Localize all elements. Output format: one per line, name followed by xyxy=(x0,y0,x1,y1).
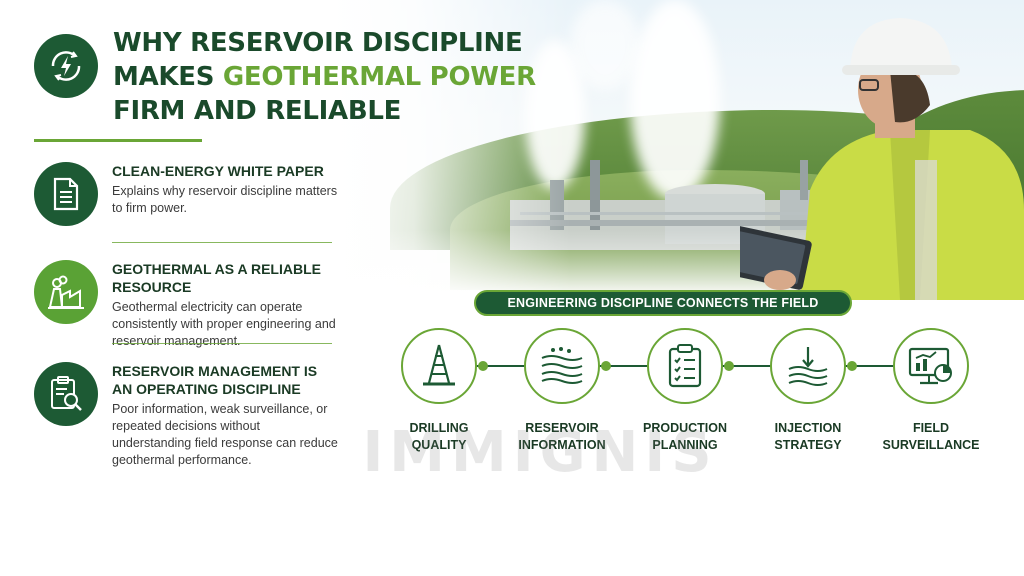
step-label-line-2: SURVEILLANCE xyxy=(882,438,980,452)
step-label: INJECTION STRATEGY xyxy=(743,420,873,454)
divider xyxy=(112,242,332,243)
item-heading: CLEAN-ENERGY WHITE PAPER xyxy=(112,163,324,179)
step-label-line-2: QUALITY xyxy=(411,438,467,452)
item-heading: GEOTHERMAL AS A RELIABLE RESOURCE xyxy=(112,261,321,295)
step-label-line-1: PRODUCTION xyxy=(642,421,728,435)
title-line-2-prefix: MAKES xyxy=(113,62,223,92)
step-label-line-1: RESERVOIR xyxy=(525,421,599,435)
connector-dot xyxy=(478,361,488,371)
item-heading-line-2: AN OPERATING DISCIPLINE xyxy=(112,381,301,397)
connector-dot xyxy=(601,361,611,371)
step-label: FIELD SURVEILLANCE xyxy=(866,420,996,454)
title-line-3: FIRM AND RELIABLE xyxy=(113,96,402,126)
step-icon-circle xyxy=(770,328,846,404)
step-label-line-2: PLANNING xyxy=(652,438,718,452)
step-icon-circle xyxy=(893,328,969,404)
step-label: RESERVOIR INFORMATION xyxy=(497,420,627,454)
title-line-2: MAKES GEOTHERMAL POWER xyxy=(113,60,553,94)
title-line-1: WHY RESERVOIR DISCIPLINE xyxy=(113,28,523,58)
title-underline xyxy=(34,139,202,142)
step-label-line-2: INFORMATION xyxy=(518,438,606,452)
step-icon-circle xyxy=(524,328,600,404)
item-body: Explains why reservoir discipline matter… xyxy=(112,184,338,215)
monitor-chart-icon xyxy=(908,347,952,385)
page-title: WHY RESERVOIR DISCIPLINE MAKES GEOTHERMA… xyxy=(113,26,553,128)
connector-dot xyxy=(724,361,734,371)
reservoir-layers-icon xyxy=(541,347,583,384)
watermark: IMMIGNIS xyxy=(362,420,718,480)
item-icon-badge xyxy=(34,362,98,426)
item-heading: RESERVOIR MANAGEMENT IS AN OPERATING DIS… xyxy=(112,362,342,398)
step-label-line-1: FIELD xyxy=(912,421,950,435)
document-icon xyxy=(53,177,79,211)
clipboard-magnifier-icon xyxy=(51,376,82,411)
item-icon-badge xyxy=(34,162,98,226)
engineer-with-tablet xyxy=(740,18,1024,300)
item-icon-badge xyxy=(34,260,98,324)
divider xyxy=(112,343,332,344)
section-banner: ENGINEERING DISCIPLINE CONNECTS THE FIEL… xyxy=(474,290,852,316)
step-label: PRODUCTION PLANNING xyxy=(620,420,750,454)
checklist-icon xyxy=(668,344,702,388)
logo-badge xyxy=(34,34,98,98)
item-body: Geothermal electricity can operate consi… xyxy=(112,300,336,348)
drilling-rig-icon xyxy=(423,344,455,386)
connector-dot xyxy=(847,361,857,371)
lightning-bolt-cycle-icon xyxy=(51,51,81,81)
step-label: DRILLING QUALITY xyxy=(374,420,504,454)
step-icon-circle xyxy=(647,328,723,404)
infographic: WHY RESERVOIR DISCIPLINE MAKES GEOTHERMA… xyxy=(34,0,1024,480)
item-heading-line-1: RESERVOIR MANAGEMENT IS xyxy=(112,363,318,379)
step-label-line-2: STRATEGY xyxy=(774,438,842,452)
step-label-line-1: INJECTION xyxy=(774,421,842,435)
step-icon-circle xyxy=(401,328,477,404)
step-label-line-1: DRILLING xyxy=(409,421,469,435)
injection-well-icon xyxy=(788,347,828,386)
item-body: Poor information, weak surveillance, or … xyxy=(112,402,338,467)
title-highlight: GEOTHERMAL POWER xyxy=(222,62,536,92)
power-plant-icon xyxy=(48,275,84,309)
